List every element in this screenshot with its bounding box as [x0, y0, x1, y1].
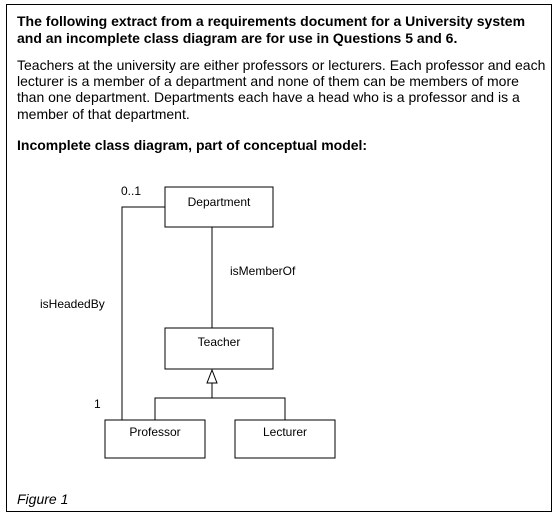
- professor-multiplicity: 1: [94, 397, 101, 411]
- generalization-arrowhead: [206, 368, 218, 384]
- intro-heading: The following extract from a requirement…: [17, 13, 526, 46]
- professor-class-box: [104, 419, 206, 459]
- diagram-subheading: Incomplete class diagram, part of concep…: [17, 137, 368, 153]
- requirements-paragraph: Teachers at the university are either pr…: [17, 57, 546, 122]
- professor-class-name: Professor: [129, 425, 180, 439]
- department-class-box: [164, 186, 274, 228]
- is-member-of-label: isMemberOf: [230, 264, 296, 278]
- teacher-class-name: Teacher: [198, 335, 241, 349]
- generalization-branches: [154, 397, 286, 420]
- department-multiplicity: 0..1: [121, 184, 141, 198]
- is-headed-by-line: [121, 206, 165, 420]
- is-headed-by-label: isHeadedBy: [40, 297, 105, 311]
- teacher-class-box: [164, 327, 274, 370]
- figure-caption: Figure 1: [17, 491, 69, 507]
- department-class-name: Department: [188, 195, 251, 209]
- lecturer-class-box: [234, 419, 336, 459]
- lecturer-class-name: Lecturer: [263, 425, 307, 439]
